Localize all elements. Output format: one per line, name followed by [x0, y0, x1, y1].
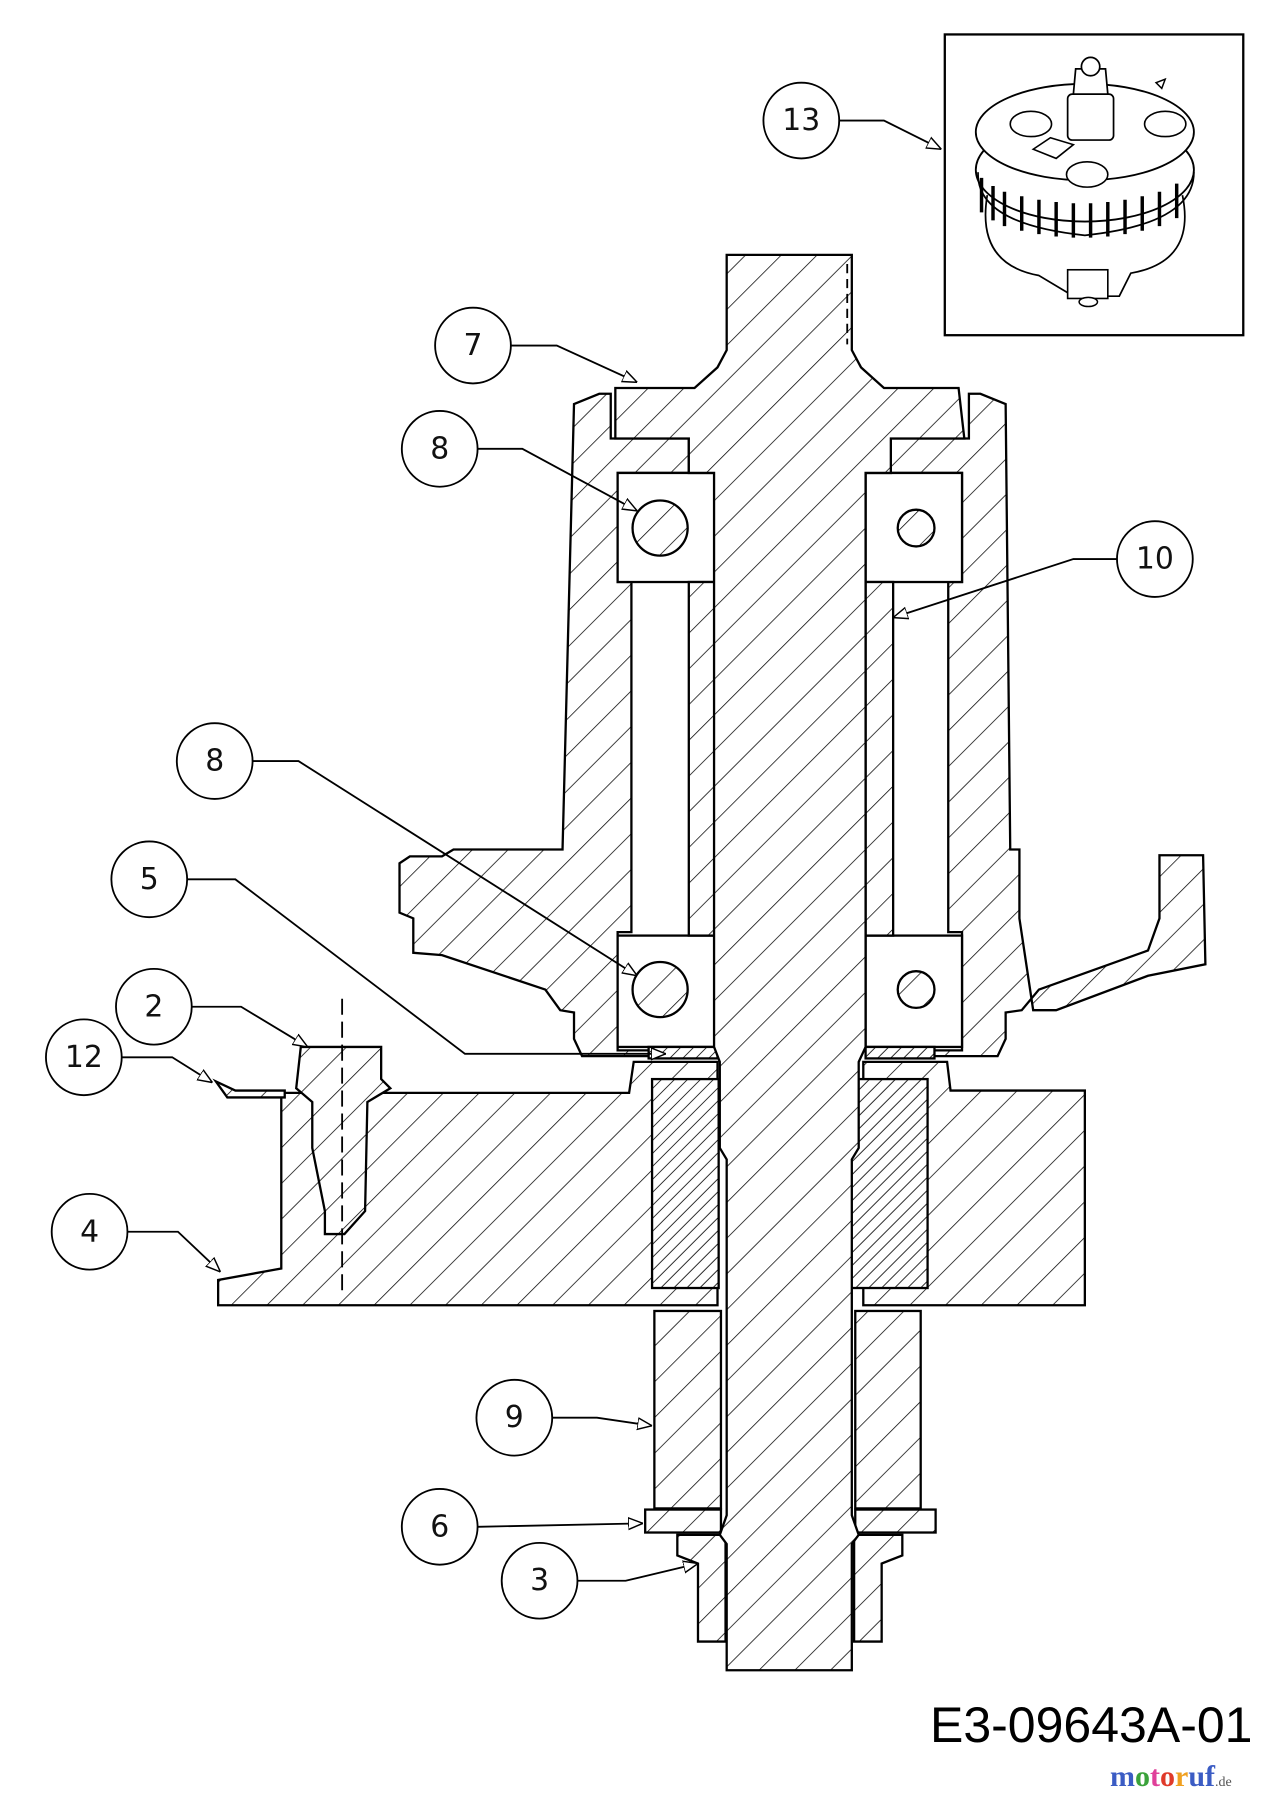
watermark-letter: o: [1135, 1760, 1150, 1793]
svg-text:12: 12: [65, 1040, 103, 1075]
spacer-tube-left: [687, 580, 718, 937]
upper-bearing-right: [864, 471, 964, 584]
svg-text:4: 4: [80, 1214, 99, 1249]
bushing-right: [848, 1077, 929, 1290]
deck-plate: [216, 1060, 719, 1307]
svg-text:3: 3: [530, 1563, 549, 1598]
watermark-letter: t: [1150, 1760, 1160, 1793]
callout-10[interactable]: 10: [893, 520, 1194, 617]
watermark-logo: motoruf.de: [1110, 1762, 1232, 1792]
callout-8-upper[interactable]: 8: [400, 410, 637, 511]
callout-5[interactable]: 5: [110, 840, 666, 1053]
callout-13[interactable]: 13: [762, 81, 941, 160]
lower-bearing-right: [864, 934, 964, 1049]
svg-text:7: 7: [463, 328, 482, 363]
watermark-letter: f: [1205, 1760, 1216, 1793]
callout-4[interactable]: 4: [50, 1192, 221, 1272]
watermark-letter: o: [1160, 1760, 1175, 1793]
svg-text:10: 10: [1136, 542, 1174, 577]
hub-right: [854, 1309, 922, 1510]
watermark-letter: r: [1175, 1760, 1189, 1793]
callout-9[interactable]: 9: [475, 1378, 652, 1457]
spindle-assembly-inset: [943, 33, 1245, 337]
callout-12[interactable]: 12: [45, 1018, 212, 1097]
callout-8-lower[interactable]: 8: [175, 722, 637, 976]
svg-text:6: 6: [430, 1509, 449, 1544]
spacer-tube-right: [864, 580, 895, 937]
lower-bearing-left: [616, 934, 718, 1049]
bushing-left: [650, 1077, 720, 1290]
watermark-text: motoruf: [1110, 1760, 1215, 1793]
watermark-letter: u: [1188, 1760, 1206, 1793]
hub-left: [653, 1309, 723, 1510]
bolt: [294, 1045, 393, 1236]
svg-text:9: 9: [505, 1400, 524, 1435]
washer-upper: [647, 1045, 719, 1060]
upper-bearing-left: [616, 471, 718, 584]
svg-text:5: 5: [140, 862, 159, 897]
callout-3[interactable]: 3: [500, 1541, 698, 1620]
nut-right: [852, 1533, 904, 1643]
svg-text:2: 2: [144, 989, 163, 1024]
drawing-code: E3-09643A-01: [930, 1697, 1253, 1753]
watermark-letter: m: [1110, 1760, 1135, 1793]
lock-washer: [212, 1078, 286, 1099]
callout-7[interactable]: 7: [434, 306, 637, 385]
callout-2[interactable]: 2: [115, 967, 308, 1047]
nut-left: [676, 1533, 727, 1643]
spindle-shaft: [614, 253, 966, 1672]
washer-lower-left: [644, 1508, 723, 1534]
svg-text:8: 8: [205, 744, 224, 779]
svg-text:8: 8: [430, 431, 449, 466]
washer-upper-right: [864, 1045, 936, 1060]
callout-6[interactable]: 6: [400, 1487, 643, 1566]
svg-text:13: 13: [782, 103, 820, 138]
washer-lower-right: [854, 1508, 937, 1534]
watermark-suffix: .de: [1215, 1775, 1232, 1790]
